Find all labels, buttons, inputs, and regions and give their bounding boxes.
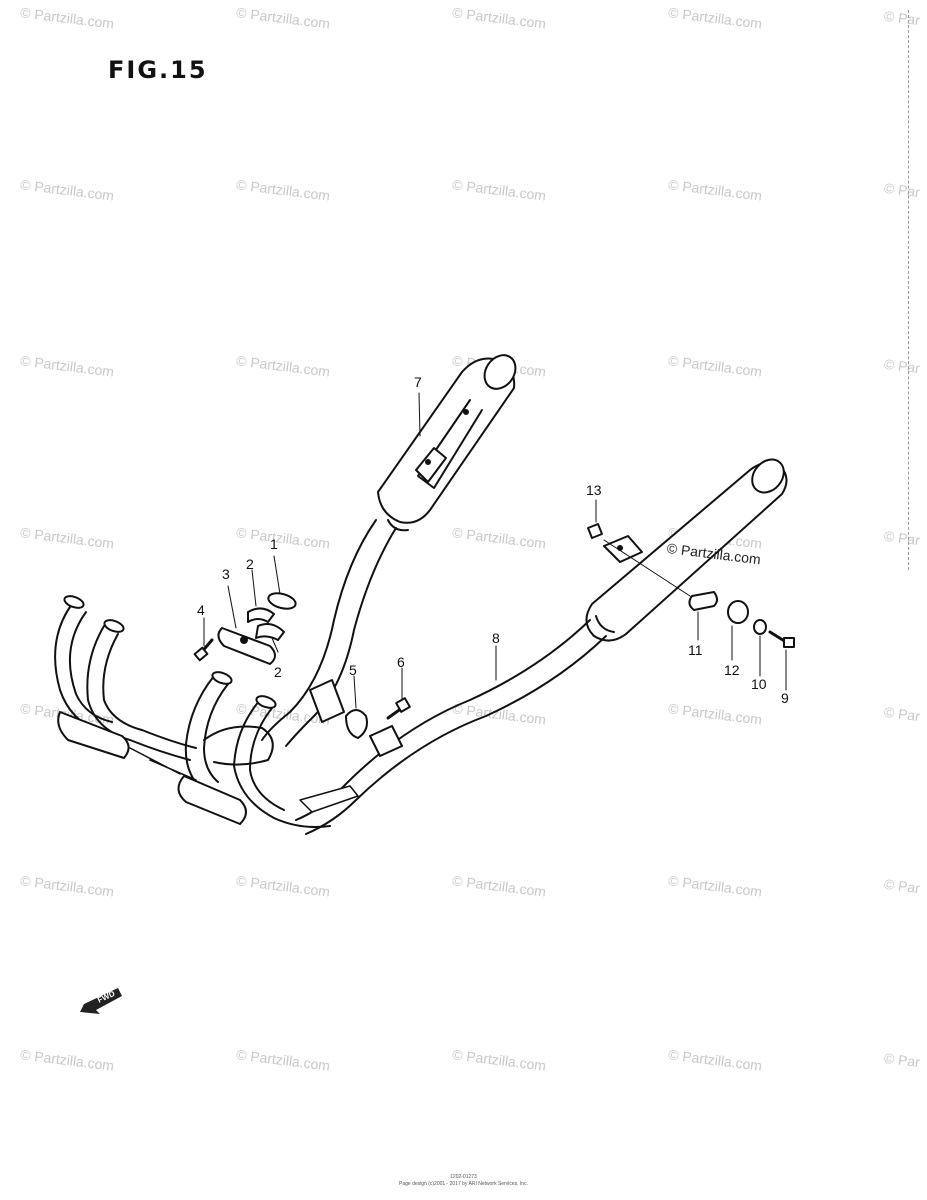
washer-10 — [753, 619, 767, 635]
leader-lines — [203, 392, 787, 709]
scan-edge-line — [908, 10, 909, 570]
callout-1: 1 — [270, 536, 278, 552]
pipe-joint-lower — [369, 725, 403, 757]
callout-7: 7 — [414, 374, 422, 390]
lower-muffler — [585, 458, 788, 642]
callout-8: 8 — [492, 630, 500, 646]
callout-2: 2 — [274, 664, 282, 680]
gasket-1 — [267, 592, 297, 610]
flange-3 — [217, 627, 276, 665]
callout-13: 13 — [586, 482, 602, 498]
upper-muffler — [377, 354, 517, 532]
nut-13 — [587, 523, 603, 539]
callout-12: 12 — [724, 662, 740, 678]
pipe-joint-upper — [309, 679, 345, 723]
figure-title: FIG.15 — [108, 56, 208, 84]
callout-5: 5 — [349, 662, 357, 678]
callout-11: 11 — [688, 642, 703, 658]
footer-copyright: Page design (c)2001 - 2017 by ARI Networ… — [399, 1181, 528, 1187]
bolt-9 — [768, 630, 795, 648]
callout-9: 9 — [781, 690, 789, 706]
clamp — [345, 709, 368, 739]
bolt-4 — [193, 638, 214, 662]
forward-direction-badge: FWD — [80, 988, 122, 1014]
bush-12 — [727, 600, 749, 624]
exhaust-header-pipes — [54, 595, 359, 828]
seal-2b — [255, 623, 285, 641]
callout-6: 6 — [397, 654, 405, 670]
seal-2a — [247, 607, 275, 623]
bolt-6 — [386, 697, 411, 720]
upper-connecting-pipe — [261, 519, 397, 747]
callout-3: 3 — [222, 566, 230, 582]
footer-code: 1202-01273 — [450, 1174, 477, 1180]
collar-11 — [688, 591, 718, 611]
callout-2: 2 — [246, 556, 254, 572]
callout-4: 4 — [197, 602, 205, 618]
callout-10: 10 — [751, 676, 767, 692]
